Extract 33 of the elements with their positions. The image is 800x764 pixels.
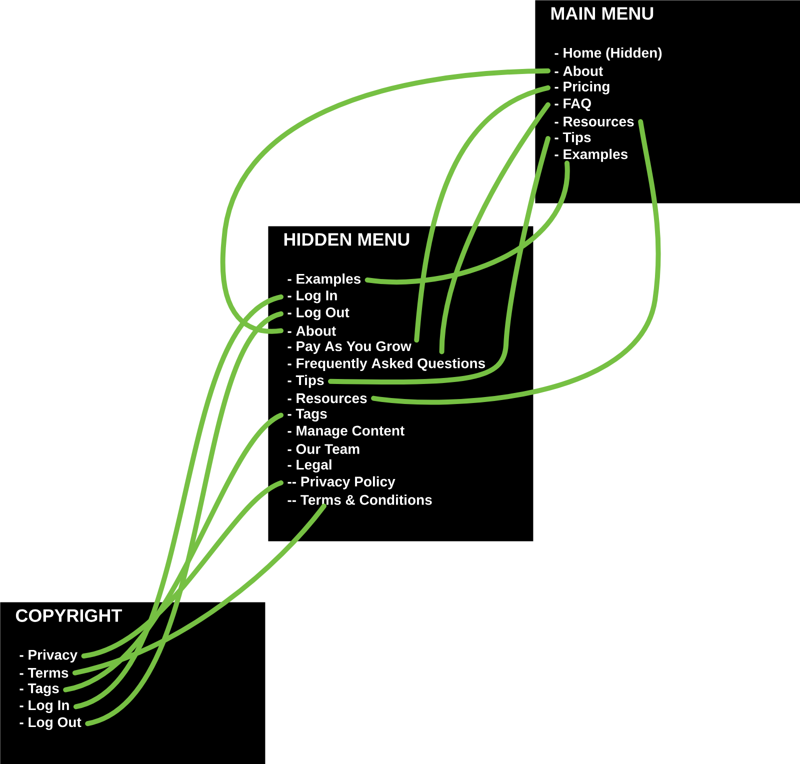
connector-line	[439, 102, 550, 354]
menu-item: - Tips	[554, 132, 591, 146]
connector-line	[220, 68, 550, 334]
menu-item: - Pay As You Grow	[288, 341, 412, 354]
menu-item: - Privacy	[20, 649, 78, 663]
menu-item: - Resources	[554, 116, 634, 126]
menu-item: - Terms	[20, 668, 68, 678]
menu-item: - Tags	[20, 684, 59, 696]
menu-item: - Log In	[20, 700, 69, 713]
menu-item: - Our Team	[288, 444, 360, 454]
menu-item: - About	[288, 326, 336, 336]
menu-item: - Manage Content	[288, 426, 404, 438]
connector-line	[414, 85, 550, 343]
menu-item: - Examples	[554, 148, 628, 162]
connector-line	[364, 160, 570, 284]
menu-item: - Home (Hidden)	[554, 47, 662, 61]
connector-line	[72, 504, 326, 676]
connector-line	[371, 119, 661, 405]
menu-item: -- Privacy Policy	[288, 476, 396, 490]
menu-item: - Log Out	[288, 307, 350, 320]
menu-item: - Log In	[288, 290, 337, 304]
menu-item: - Examples	[288, 273, 361, 287]
menu-item: - Frequently Asked Questions	[288, 358, 485, 372]
menu-item: - Legal	[288, 459, 332, 472]
menu-item: - About	[554, 66, 603, 76]
menu-item: - FAQ	[554, 98, 591, 111]
menu-item: -- Terms & Conditions	[288, 494, 432, 505]
menu-item: - Tags	[288, 408, 327, 422]
menu-item: - Log Out	[20, 717, 82, 730]
menu-item: - Pricing	[554, 81, 610, 94]
connector-line	[328, 136, 550, 385]
menu-item: - Tips	[288, 374, 324, 388]
menu-item: - Resources	[288, 393, 367, 404]
